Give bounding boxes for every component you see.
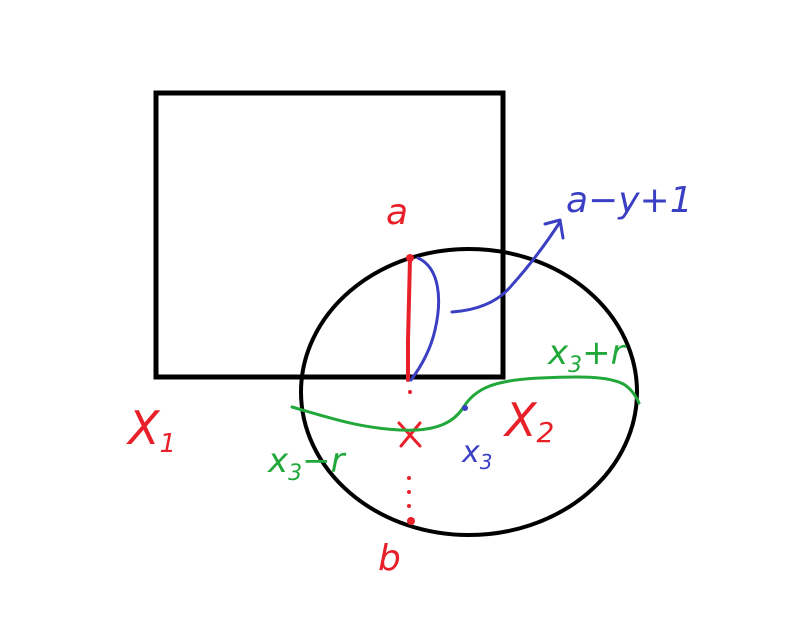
label-point-b: b (378, 538, 401, 579)
red-segment-a (406, 256, 412, 382)
label-x3-plus-r: x3+r (547, 333, 627, 378)
square-x1 (153, 90, 506, 380)
blue-arrow-head (543, 218, 565, 240)
blue-arrow-line (450, 220, 562, 314)
label-set-x1: X1 (126, 401, 176, 459)
label-x3: x3 (461, 435, 493, 474)
red-dotted-line (407, 390, 412, 508)
ellipse-x2 (299, 247, 639, 537)
green-interval-curve (290, 375, 641, 432)
center-x-mark (397, 421, 422, 448)
label-length-annotation: a−y+1 (566, 180, 693, 221)
x3-point-dot (462, 405, 468, 411)
label-point-a: a (386, 192, 408, 233)
point-a-dot (406, 254, 414, 262)
point-b-dot (407, 517, 415, 525)
label-set-x2: X2 (503, 393, 554, 449)
label-x3-minus-r: x3−r (267, 441, 347, 486)
blue-length-bracket (409, 256, 441, 382)
